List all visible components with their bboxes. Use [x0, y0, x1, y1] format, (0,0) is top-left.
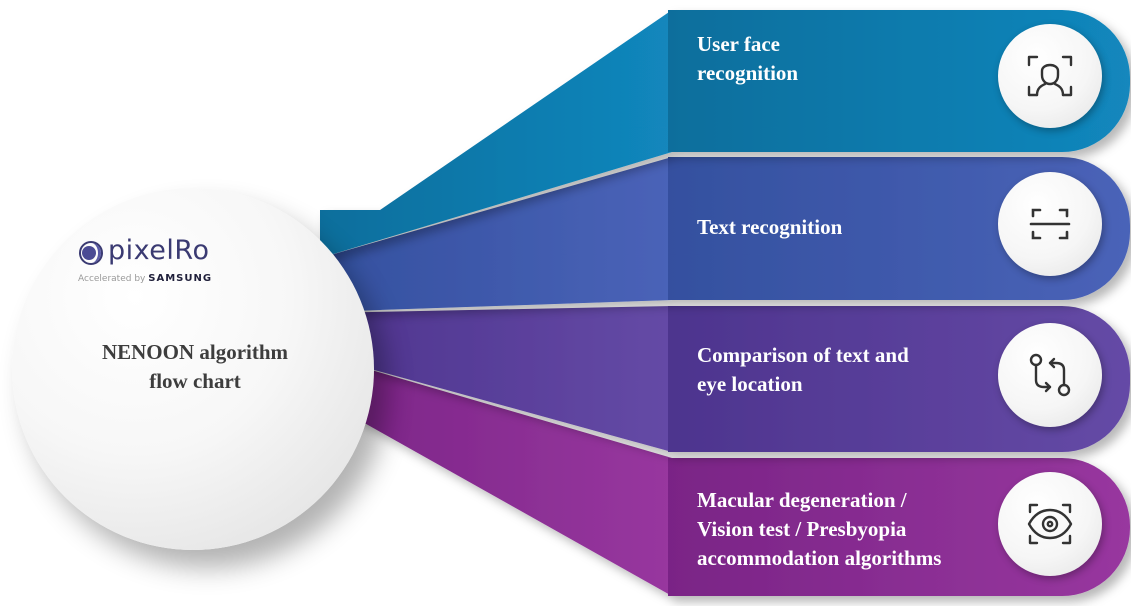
step-1-label: User face recognition [697, 30, 992, 88]
step-3-fan [320, 306, 672, 452]
compare-arrows-icon [1029, 353, 1071, 397]
hub-circle [12, 188, 374, 550]
step-4-line-1: Macular degeneration / [697, 488, 907, 512]
step-4-label: Macular degeneration / Vision test / Pre… [697, 486, 992, 573]
logo-name: pixelRo [108, 235, 210, 266]
hub-title-line-2: flow chart [149, 369, 241, 393]
step-1-icon-disc [998, 24, 1102, 128]
step-2-label: Text recognition [697, 213, 992, 242]
face-scan-icon [1027, 55, 1073, 97]
step-1-line-2: recognition [697, 61, 799, 85]
step-3-label: Comparison of text and eye location [697, 341, 992, 399]
step-2-line-1: Text recognition [697, 215, 843, 239]
step-1-line-1: User face [697, 32, 780, 56]
hub-title-line-1: NENOON algorithm [101, 340, 289, 364]
step-3-line-2: eye location [697, 372, 803, 396]
step-3-line-1: Comparison of text and [697, 343, 909, 367]
eye-scan-icon [1027, 503, 1073, 545]
step-4-line-2: Vision test / Presbyopia [697, 517, 907, 541]
step-4-fan [320, 355, 672, 596]
logo-tagline-text: Accelerated by [78, 274, 146, 284]
step-4-icon-disc [998, 472, 1102, 576]
step-2-icon-disc [998, 172, 1102, 276]
pixelro-logo: pixelRo Accelerated by SAMSUNG [78, 235, 278, 300]
step-4-line-3: accommodation algorithms [697, 546, 942, 570]
step-1-fan [320, 10, 672, 258]
hub-title: NENOON algorithm flow chart [50, 338, 340, 396]
step-2-fan [320, 157, 672, 312]
pixelro-logo-mark-icon [79, 241, 103, 265]
scan-frame-icon [1029, 208, 1071, 240]
logo-tagline: Accelerated by SAMSUNG [78, 273, 212, 284]
step-3-icon-disc [998, 323, 1102, 427]
logo-brand: SAMSUNG [148, 273, 213, 284]
